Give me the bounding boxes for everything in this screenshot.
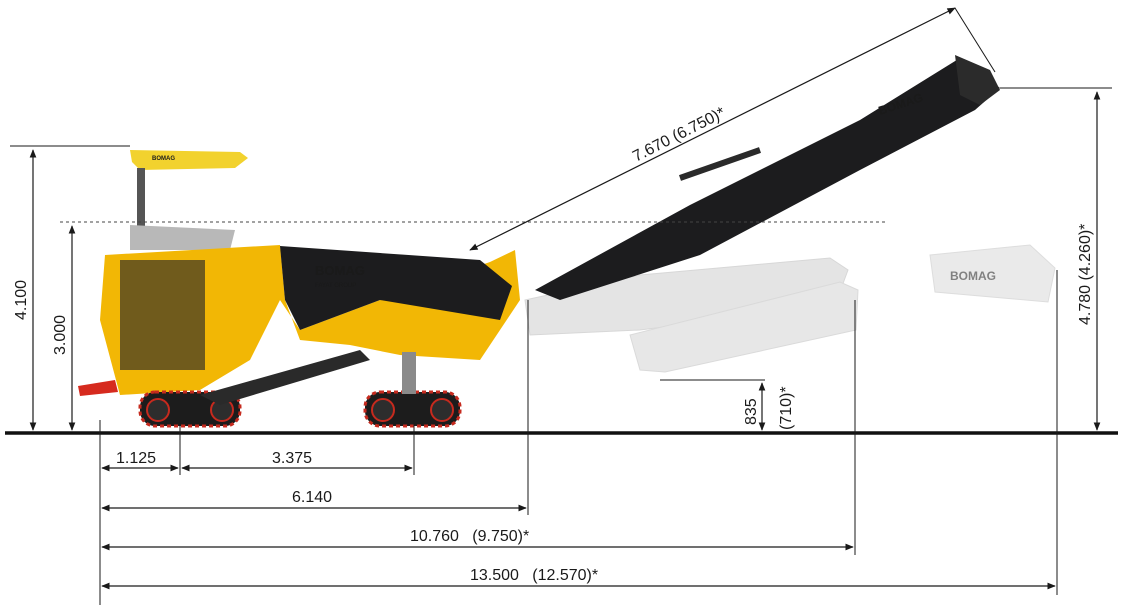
engine-hood	[280, 246, 512, 330]
witness-lines	[10, 87, 1112, 605]
dim-height-machine: 3.000	[52, 315, 69, 355]
canopy-logo-text: BOMAG	[152, 156, 175, 162]
dim-conveyor-reach-height: 4.780 (4.260)*	[1077, 224, 1094, 325]
dim-length-conveyor-extended: 13.500 (12.570)*	[470, 567, 598, 584]
dim-conveyor-length: 7.670 (6.750)*	[630, 104, 728, 165]
primary-conveyor	[200, 350, 370, 405]
rear-ladder	[78, 380, 118, 396]
hood-sub-text: FAYAT GROUP	[315, 283, 356, 289]
roof-canopy	[130, 150, 248, 170]
conveyor-head	[955, 55, 1000, 105]
ghost-conveyor-positions: BOMAG	[524, 244, 1056, 373]
hood-logo-text: BOMAG	[315, 263, 365, 278]
front-track	[363, 352, 462, 428]
ghost-conveyor-end	[929, 244, 1056, 303]
dim-overall-height-canopy: 4.100	[13, 280, 30, 320]
dim-machine-length: 6.140	[292, 489, 332, 506]
ghost-logo-text: BOMAG	[950, 269, 996, 283]
canopy-post	[137, 168, 145, 228]
dim-line-conveyor-length	[469, 7, 956, 251]
dim-min-discharge-height: 835	[743, 398, 760, 425]
engine-block	[120, 260, 205, 370]
dim-front-overhang: 1.125	[116, 450, 156, 467]
conveyor-length-witness	[954, 7, 996, 73]
dim-min-discharge-height-alt: (710)*	[778, 386, 795, 430]
ghost-conveyor-mid	[629, 281, 859, 373]
dim-track-base: 3.375	[272, 450, 312, 467]
conveyor-hydraulic-ram	[679, 147, 761, 181]
milling-machine: BOMAG BOMAG FAYAT GROUP	[78, 150, 520, 428]
dim-length-conveyor-folded: 10.760 (9.750)*	[410, 528, 529, 545]
operator-platform	[130, 225, 235, 250]
